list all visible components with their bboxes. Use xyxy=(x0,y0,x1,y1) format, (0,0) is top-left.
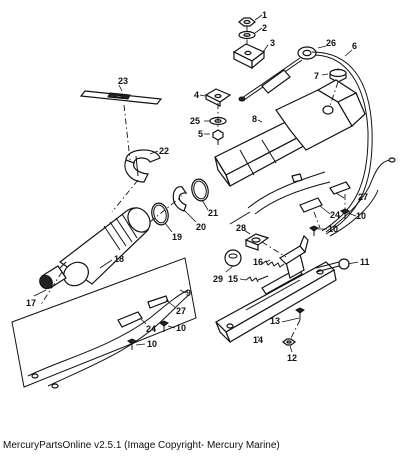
callout-4: 4 xyxy=(194,90,199,100)
part-nut-12[interactable] xyxy=(282,338,296,346)
callout-1: 1 xyxy=(262,10,267,20)
part-handle-18[interactable] xyxy=(58,204,155,291)
part-clamp-3[interactable] xyxy=(232,43,266,70)
callout-numbers: 1 2 3 4 5 6 7 8 9 10 10 10 10 11 12 13 1… xyxy=(26,10,370,363)
leader-lines xyxy=(33,14,359,353)
callout-24-a: 24 xyxy=(330,210,340,220)
callout-10-inset-a: 10 xyxy=(147,339,157,349)
callout-7: 7 xyxy=(314,71,319,81)
callout-24-inset: 24 xyxy=(146,324,156,334)
part-clip-22[interactable] xyxy=(124,149,161,183)
part-wire-harness-9[interactable] xyxy=(27,289,191,389)
part-switch-17[interactable] xyxy=(37,261,67,291)
callout-27-a: 27 xyxy=(358,192,368,202)
callout-19: 19 xyxy=(172,232,182,242)
part-nut-1[interactable] xyxy=(238,17,256,27)
part-cap-7[interactable] xyxy=(329,68,347,83)
callout-6: 6 xyxy=(352,41,357,51)
exploded-parts-diagram: 1 2 3 4 5 6 7 8 9 10 10 10 10 11 12 13 1… xyxy=(11,10,396,389)
callout-20: 20 xyxy=(196,222,206,232)
callout-10-b: 10 xyxy=(356,211,366,221)
part-bracket-24-inset[interactable] xyxy=(117,295,169,328)
part-screw-10-inset-b[interactable] xyxy=(159,320,169,332)
callout-16: 16 xyxy=(253,257,263,267)
callout-23: 23 xyxy=(118,76,128,86)
part-wire-harness-right[interactable] xyxy=(229,157,396,237)
part-ring-21[interactable] xyxy=(189,177,210,202)
callout-13: 13 xyxy=(270,316,280,326)
part-shift-bracket-14[interactable] xyxy=(215,253,337,343)
detail-inset-box xyxy=(11,257,197,388)
part-bracket-top[interactable] xyxy=(279,234,309,265)
part-pin-15[interactable] xyxy=(245,275,269,283)
alignment-lines xyxy=(39,26,346,341)
callout-28: 28 xyxy=(236,223,246,233)
callout-11: 11 xyxy=(360,257,370,267)
callout-26: 26 xyxy=(326,38,336,48)
part-bolt-5[interactable] xyxy=(212,129,224,145)
callout-10-a: 10 xyxy=(328,224,338,234)
callout-18: 18 xyxy=(114,254,124,264)
part-screw-10-a[interactable] xyxy=(309,225,319,236)
part-cable-end-4[interactable] xyxy=(204,88,232,107)
part-decal-23[interactable] xyxy=(79,90,163,105)
callout-5: 5 xyxy=(198,129,203,139)
callout-25: 25 xyxy=(190,116,200,126)
part-knob-29[interactable] xyxy=(224,249,242,267)
part-clip-20[interactable] xyxy=(172,186,188,212)
copyright-footer: MercuryPartsOnline v2.5.1 (Image Copyrig… xyxy=(3,440,280,451)
callout-17: 17 xyxy=(26,298,36,308)
part-bracket-27[interactable] xyxy=(329,181,351,195)
callout-14: 14 xyxy=(253,335,263,345)
part-bushing-28[interactable] xyxy=(244,233,270,251)
part-housing-8[interactable] xyxy=(214,79,366,187)
part-screw-10-b[interactable] xyxy=(340,208,350,219)
part-screw-10-inset-a[interactable] xyxy=(127,338,137,350)
callout-21: 21 xyxy=(208,208,218,218)
part-cable-rod[interactable] xyxy=(238,57,303,102)
part-grommet-26[interactable] xyxy=(297,46,317,60)
callout-15: 15 xyxy=(228,274,238,284)
callout-10-inset-b: 10 xyxy=(176,323,186,333)
callout-9: 9 xyxy=(186,288,191,298)
callout-8: 8 xyxy=(252,114,257,124)
callout-2: 2 xyxy=(262,23,267,33)
callout-29: 29 xyxy=(213,274,223,284)
part-ring-19[interactable] xyxy=(149,201,170,226)
part-screw-13[interactable] xyxy=(295,307,305,320)
callout-12: 12 xyxy=(287,353,297,363)
callout-3: 3 xyxy=(270,38,275,48)
part-spring-16[interactable] xyxy=(261,260,285,268)
part-bracket-24[interactable] xyxy=(299,197,323,213)
callout-22: 22 xyxy=(159,146,169,156)
callout-27-inset: 27 xyxy=(176,306,186,316)
